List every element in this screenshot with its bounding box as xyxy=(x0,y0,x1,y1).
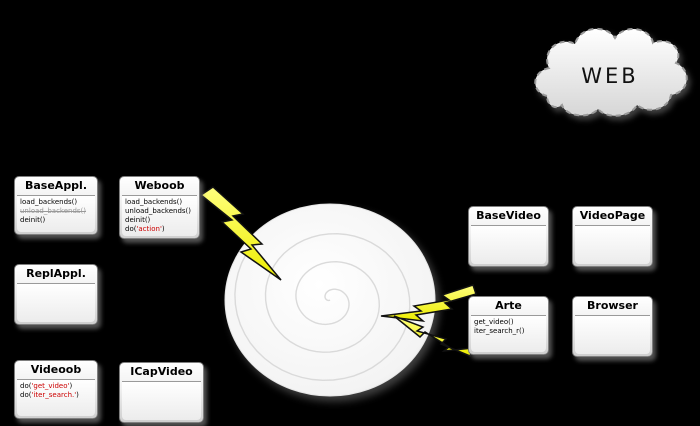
class-title-baseappl: BaseAppl. xyxy=(24,179,88,192)
class-title-weboob: Weboob xyxy=(134,179,185,192)
class-box-basevideo: BaseVideo xyxy=(468,206,549,267)
class-box-videoob: Videoob do('get_video') do('iter_search.… xyxy=(14,360,98,419)
method-line: do('action') xyxy=(125,225,194,234)
method-line: load_backends() xyxy=(20,198,92,207)
class-box-replappl: ReplAppl. xyxy=(14,264,98,325)
web-cloud-label: WEB xyxy=(581,64,638,88)
class-title-basevideo: BaseVideo xyxy=(476,209,541,222)
method-text-segment: iter_search_r() xyxy=(474,327,525,335)
class-title-icapvideo: ICapVideo xyxy=(130,365,193,378)
method-text-segment: load_backends() xyxy=(125,198,183,206)
method-line: get_video() xyxy=(474,318,543,327)
class-box-browser: Browser xyxy=(572,296,653,357)
method-text-segment: deinit() xyxy=(125,216,151,224)
class-body-icapvideo xyxy=(122,381,201,420)
method-text-segment: do( xyxy=(20,391,32,399)
method-text-segment: unload_backends() xyxy=(125,207,192,215)
lightning-bolt-right-lower-icon xyxy=(393,315,475,357)
class-title-videopage: VideoPage xyxy=(579,209,646,222)
method-line: load_backends() xyxy=(125,198,194,207)
method-line: deinit() xyxy=(20,216,92,225)
class-body-browser xyxy=(575,315,650,354)
class-body-basevideo xyxy=(471,225,546,264)
class-body-baseappl: load_backends() unload_backends() deinit… xyxy=(17,195,95,232)
method-text-segment: load_backends() xyxy=(20,198,78,206)
class-title-videoob: Videoob xyxy=(30,363,82,376)
class-box-baseappl: BaseAppl. load_backends() unload_backend… xyxy=(14,176,98,235)
method-line: deinit() xyxy=(125,216,194,225)
class-box-icapvideo: ICapVideo xyxy=(119,362,204,423)
lightning-bolt-left-icon xyxy=(199,186,282,281)
class-body-arte: get_video() iter_search_r() xyxy=(471,315,546,352)
method-line: do('iter_search.') xyxy=(20,391,92,400)
method-text-segment: do( xyxy=(20,382,32,390)
method-text-segment: 'action' xyxy=(136,225,162,233)
class-body-videopage xyxy=(575,225,650,264)
method-text-segment: unload_backends() xyxy=(20,207,87,215)
method-line: do('get_video') xyxy=(20,382,92,391)
method-text-segment: ) xyxy=(69,382,73,390)
class-box-weboob: Weboob load_backends() unload_backends()… xyxy=(119,176,200,239)
method-text-segment: deinit() xyxy=(20,216,46,224)
web-cloud-icon: WEB xyxy=(534,28,688,117)
method-text-segment: ) xyxy=(76,391,79,399)
class-body-replappl xyxy=(17,283,95,322)
method-line: unload_backends() xyxy=(20,207,92,216)
spiral-whirlpool-icon xyxy=(224,203,436,397)
method-text-segment: 'iter_search.' xyxy=(31,391,77,399)
class-box-arte: Arte get_video() iter_search_r() xyxy=(468,296,549,355)
class-body-videoob: do('get_video') do('iter_search.') xyxy=(17,379,95,416)
method-line: iter_search_r() xyxy=(474,327,543,336)
method-text-segment: ) xyxy=(161,225,165,233)
class-title-replappl: ReplAppl. xyxy=(26,267,86,280)
class-box-videopage: VideoPage xyxy=(572,206,653,267)
class-title-arte: Arte xyxy=(495,299,522,312)
method-line: unload_backends() xyxy=(125,207,194,216)
method-text-segment: 'get_video' xyxy=(31,382,70,390)
method-text-segment: do( xyxy=(125,225,137,233)
class-title-browser: Browser xyxy=(587,299,638,312)
class-body-weboob: load_backends() unload_backends() deinit… xyxy=(122,195,197,236)
method-text-segment: get_video() xyxy=(474,318,514,326)
